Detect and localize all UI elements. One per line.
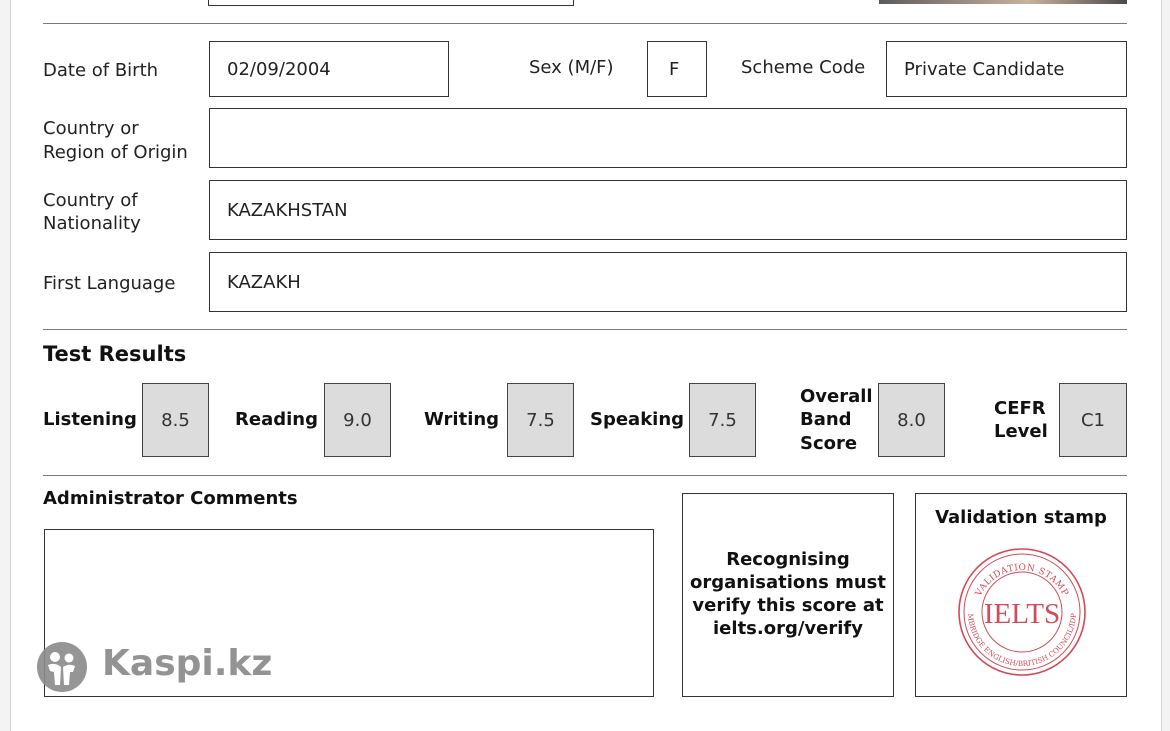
stamp-ielts-text: IELTS [984, 598, 1060, 630]
nationality-field: KAZAKHSTAN [209, 180, 1127, 240]
sex-value: F [669, 59, 680, 80]
stamp-top-text: VALIDATION STAMP [974, 563, 1070, 599]
verify-line3: verify this score at [692, 595, 884, 616]
date-of-birth-field: 02/09/2004 [209, 41, 449, 97]
divider-bottom [43, 475, 1127, 476]
ielts-stamp-seal: VALIDATION STAMP CAMBRIDGE ENGLISH/BRITI… [954, 546, 1086, 676]
test-results-title: Test Results [43, 342, 187, 366]
cefr-level: C1 [1059, 383, 1127, 457]
date-of-birth-label: Date of Birth [43, 60, 159, 81]
verify-link[interactable]: ielts.org/verify [713, 618, 863, 639]
speaking-score: 7.5 [689, 383, 756, 457]
nationality-value: KAZAKHSTAN [227, 200, 348, 221]
overall-label-line2: Band [800, 409, 852, 430]
cefr-label-line1: CEFR [994, 398, 1046, 419]
verify-line2: organisations must [690, 572, 886, 593]
verify-text: Recognising organisations must verify th… [683, 548, 893, 640]
scheme-code-field: Private Candidate [886, 41, 1127, 97]
sex-field: F [647, 41, 707, 97]
speaking-label: Speaking [590, 409, 685, 430]
origin-label-line2: Region of Origin [43, 142, 188, 163]
sex-label: Sex (M/F) [529, 57, 614, 78]
admin-comments-label: Administrator Comments [43, 488, 298, 509]
writing-score: 7.5 [507, 383, 574, 457]
writing-label: Writing [424, 409, 500, 430]
scheme-code-value: Private Candidate [904, 59, 1065, 80]
validation-stamp-label: Validation stamp [935, 507, 1107, 528]
overall-label-line3: Score [800, 433, 858, 454]
divider-top [43, 23, 1127, 24]
divider-middle [43, 329, 1127, 330]
top-box-remnant [208, 0, 574, 6]
cefr-label-line2: Level [994, 421, 1048, 442]
validation-stamp-box: Validation stamp VALIDATION STAMP CAMBRI… [915, 493, 1127, 697]
kaspi-watermark-text: Kaspi.kz [102, 643, 273, 684]
admin-comments-box [44, 529, 654, 697]
listening-score: 8.5 [142, 383, 209, 457]
certificate-page: Date of Birth 02/09/2004 Sex (M/F) F Sch… [10, 0, 1162, 731]
overall-label-line1: Overall [800, 386, 873, 407]
first-language-value: KAZAKH [227, 272, 301, 293]
first-language-field: KAZAKH [209, 252, 1127, 312]
origin-label-line1: Country or [43, 118, 139, 139]
reading-label: Reading [235, 409, 318, 430]
listening-label: Listening [43, 409, 137, 430]
date-of-birth-value: 02/09/2004 [227, 59, 331, 80]
nationality-label-line2: Nationality [43, 213, 141, 234]
photo-remnant [879, 0, 1127, 4]
reading-score: 9.0 [324, 383, 391, 457]
origin-field [209, 108, 1127, 168]
kaspi-logo-icon [37, 642, 87, 692]
verify-box: Recognising organisations must verify th… [682, 493, 894, 697]
verify-line1: Recognising [726, 549, 850, 570]
nationality-label-line1: Country of [43, 190, 138, 211]
first-language-label: First Language [43, 273, 176, 294]
overall-score: 8.0 [878, 383, 945, 457]
scheme-code-label: Scheme Code [741, 57, 866, 78]
